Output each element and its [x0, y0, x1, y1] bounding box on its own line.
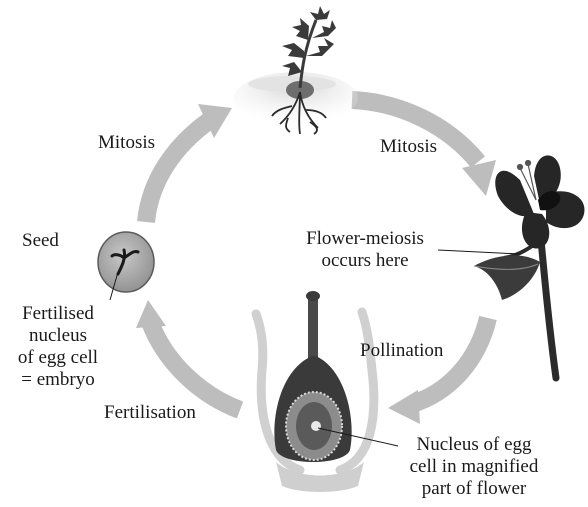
flower-leaf — [474, 255, 540, 300]
label-fertilised-line2: nucleus — [29, 325, 87, 346]
label-nucleus-line1: Nucleus of egg — [416, 434, 532, 455]
stigma — [306, 291, 320, 301]
label-mitosis-right: Mitosis — [380, 136, 437, 157]
label-flower-meiosis-line2: occurs here — [321, 250, 408, 271]
flower-meiosis-pointer — [438, 250, 520, 254]
label-flower-meiosis-line1: Flower-meiosis — [306, 228, 424, 249]
seedling-illustration — [234, 6, 358, 134]
flower-illustration — [438, 155, 584, 378]
seed-illustration — [98, 232, 154, 300]
ovary-illustration — [256, 291, 398, 492]
flower-stem — [540, 230, 556, 378]
label-pollination: Pollination — [360, 340, 444, 361]
label-nucleus-line2: cell in magnified — [410, 456, 539, 477]
arrow-mitosis-left — [146, 104, 232, 222]
label-mitosis-left: Mitosis — [98, 132, 155, 153]
label-fertilised-line1: Fertilised — [22, 303, 94, 324]
flower-petals — [495, 155, 584, 248]
label-fertilisation: Fertilisation — [104, 402, 196, 423]
egg-cell-nucleus — [311, 421, 321, 431]
arrow-fertilisation — [136, 300, 240, 410]
seed-body — [98, 232, 154, 292]
arrow-pollination — [388, 318, 488, 424]
label-nucleus-line3: part of flower — [422, 478, 527, 499]
label-seed: Seed — [22, 230, 59, 251]
style — [308, 296, 318, 366]
label-fertilised-line4: = embryo — [21, 369, 95, 390]
label-fertilised-line3: of egg cell — [18, 347, 98, 368]
